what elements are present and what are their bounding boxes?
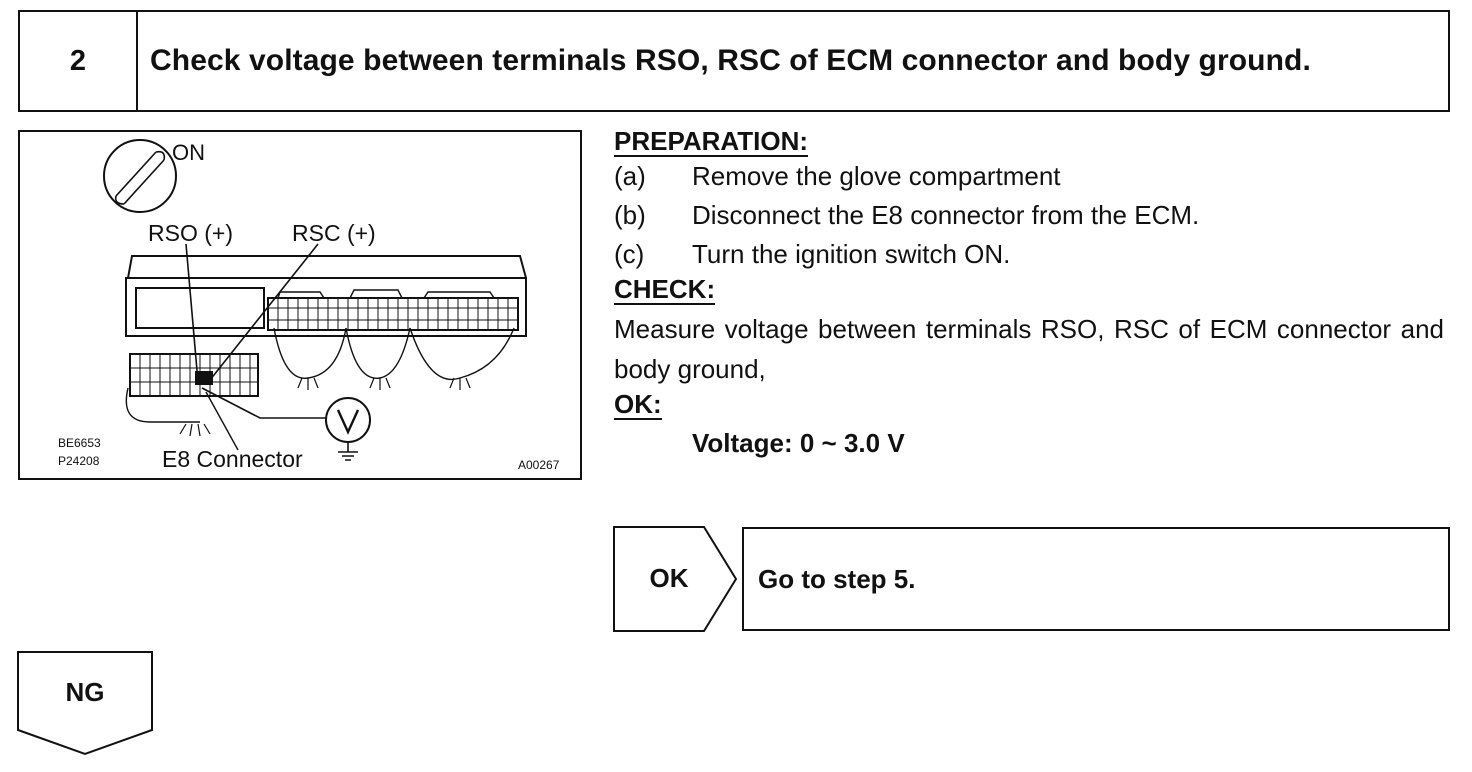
rsc-terminal-label: RSC (+) bbox=[292, 220, 376, 246]
figure-code: P24208 bbox=[58, 454, 100, 468]
step-number: 2 bbox=[20, 12, 138, 110]
ok-arrow-icon bbox=[613, 526, 738, 632]
voltmeter-icon bbox=[325, 397, 371, 443]
figure-code: BE6653 bbox=[58, 436, 101, 450]
item-label: (c) bbox=[614, 239, 645, 269]
ng-branch-label: NG bbox=[65, 676, 105, 707]
ignition-key-icon bbox=[103, 139, 177, 213]
list-item: (c) Turn the ignition switch ON. bbox=[614, 235, 1454, 274]
item-text: Turn the ignition switch ON. bbox=[692, 239, 1011, 269]
item-text: Disconnect the E8 connector from the ECM… bbox=[692, 200, 1200, 230]
connector-label: E8 Connector bbox=[162, 446, 303, 472]
step-header: 2 Check voltage between terminals RSO, R… bbox=[18, 10, 1450, 112]
ok-spec-value: Voltage: 0 ~ 3.0 V bbox=[692, 428, 905, 458]
list-item: (a) Remove the glove compartment bbox=[614, 157, 1454, 196]
ng-arrow-icon bbox=[17, 651, 153, 756]
step-title: Check voltage between terminals RSO, RSC… bbox=[150, 44, 1311, 77]
wiring-figure: ON RSO (+) RSC (+) E8 Connector BE6653 P… bbox=[18, 130, 582, 480]
item-label: (a) bbox=[614, 161, 646, 191]
ecm-connector-illustration bbox=[103, 139, 527, 461]
item-label: (b) bbox=[614, 200, 646, 230]
rso-terminal-label: RSO (+) bbox=[148, 220, 233, 246]
ignition-on-label: ON bbox=[172, 140, 205, 165]
item-text: Remove the glove compartment bbox=[692, 161, 1061, 191]
list-item: (b) Disconnect the E8 connector from the… bbox=[614, 196, 1454, 235]
ok-heading: OK: bbox=[614, 389, 662, 420]
figure-code: A00267 bbox=[518, 458, 560, 472]
check-heading: CHECK: bbox=[614, 274, 716, 305]
instructions: PREPARATION: (a) Remove the glove compar… bbox=[614, 126, 1454, 459]
check-text: Measure voltage between terminals RSO, R… bbox=[614, 314, 1444, 384]
ground-icon bbox=[338, 442, 358, 461]
ok-branch-label: OK bbox=[649, 562, 689, 593]
preparation-heading: PREPARATION: bbox=[614, 126, 809, 157]
ok-branch-action: Go to step 5. bbox=[742, 527, 1450, 631]
